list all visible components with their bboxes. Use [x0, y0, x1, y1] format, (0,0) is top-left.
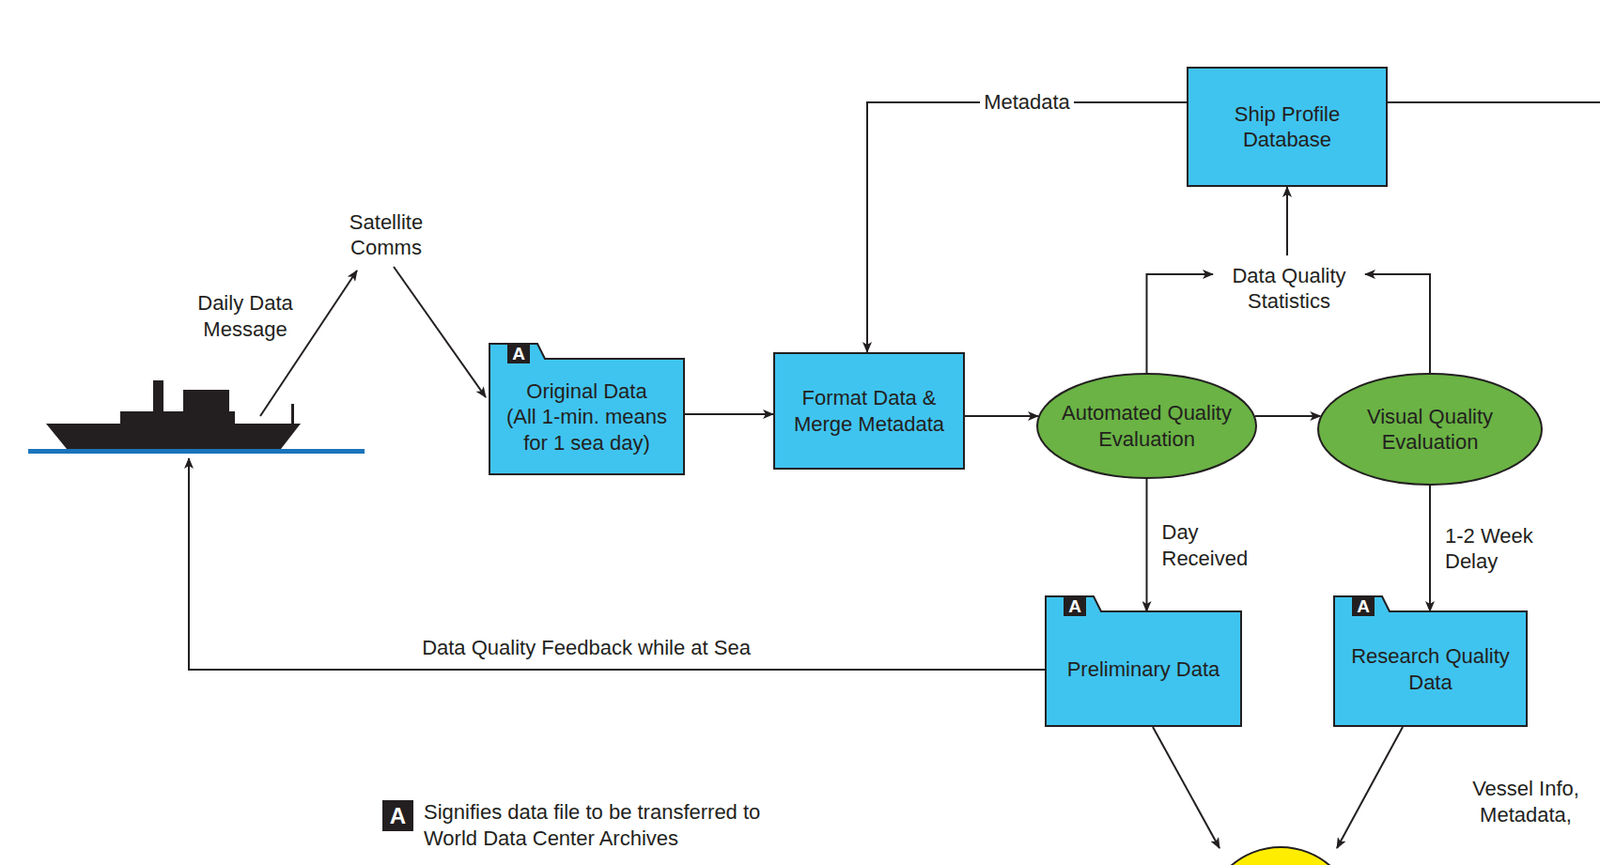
- data-file: A Original Data(All 1-min. means for 1 se…: [488, 342, 685, 476]
- flow-arrow: [1286, 186, 1289, 256]
- ship-icon: [46, 380, 301, 450]
- edge-label: 1-2 Week Delay: [1441, 523, 1543, 575]
- database-box: Ship Profile Database: [1186, 66, 1388, 187]
- offpage-line: [1387, 101, 1600, 104]
- ellipse-outline: [1036, 372, 1258, 480]
- flow-arrow: [964, 415, 1039, 418]
- archive-line: [1152, 727, 1220, 849]
- node-text: Original Data: [526, 378, 647, 405]
- process-ellipse: Automated Quality Evaluation: [1036, 372, 1258, 480]
- node-text: Ship Profile Database: [1197, 101, 1377, 154]
- node-text: Visual Quality Evaluation: [1341, 403, 1519, 456]
- folder-fill: [1334, 596, 1527, 727]
- waterline: [28, 449, 365, 454]
- flow-arrow: [1146, 479, 1149, 612]
- flow-label: Vessel Info, Metadata,: [1455, 776, 1597, 828]
- data-file: A Research Quality Data: [1333, 595, 1528, 728]
- comms-label: Satellite Comms: [339, 206, 434, 264]
- node-text: Research Quality Data: [1340, 643, 1521, 696]
- flow-arrow: [1147, 274, 1214, 373]
- node-text: Data Quality Statistics: [1220, 263, 1358, 315]
- flow-arrow: [1365, 274, 1430, 373]
- statistics-label: Data Quality Statistics: [1218, 259, 1360, 318]
- process-box: Format Data & Merge Metadata: [773, 352, 965, 470]
- flow-label: Data Quality Feedback while at Sea: [417, 635, 756, 662]
- node-text: Satellite Comms: [341, 209, 432, 262]
- flow-arrow: [867, 102, 1187, 353]
- ellipse-fill: [1318, 373, 1542, 485]
- data-file: A Preliminary Data: [1044, 595, 1243, 728]
- node-text: Automated Quality Evaluation: [1060, 400, 1233, 452]
- archive-tag: A: [507, 343, 530, 364]
- node-text: Format Data & Merge Metadata: [784, 385, 954, 437]
- folder-fill: [489, 343, 684, 475]
- flow-arrow: [1429, 485, 1431, 612]
- process-ellipse: Visual Quality Evaluation: [1317, 372, 1543, 486]
- node-text: Preliminary Data: [1067, 656, 1221, 684]
- archive-tag: A: [1063, 596, 1087, 617]
- legend-text: Signifies data file to be transferred to…: [423, 799, 800, 852]
- archive-circle: [1205, 847, 1356, 865]
- archive-tag: A: [1351, 596, 1375, 617]
- ellipse-fill: [1037, 373, 1257, 479]
- flow-arrow: [393, 266, 486, 398]
- folder-fill: [1045, 596, 1242, 727]
- archive-line: [1336, 727, 1403, 849]
- legend-swatch: [382, 800, 414, 832]
- feedback-line: [188, 458, 1045, 670]
- flow-arrow: [1255, 415, 1321, 418]
- node-text: (All 1-min. means for 1 sea day): [497, 403, 677, 456]
- flow-label: Daily Data Message: [184, 290, 307, 342]
- edge-label: Metadata: [979, 89, 1074, 116]
- ellipse-outline: [1317, 372, 1543, 486]
- flow-arrow: [684, 413, 774, 416]
- archive-tag: A: [382, 800, 414, 832]
- edge-label: Day Received: [1158, 519, 1260, 572]
